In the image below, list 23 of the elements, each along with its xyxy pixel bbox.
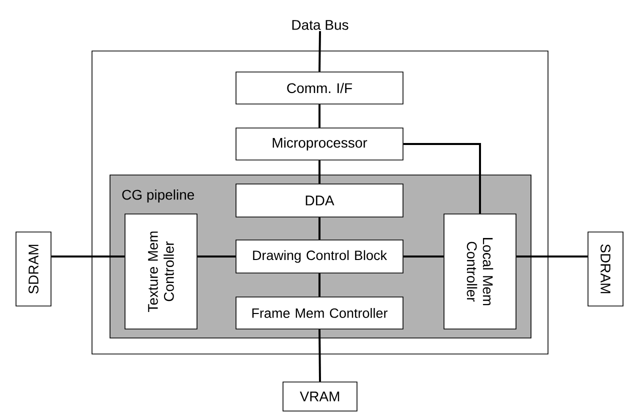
block-box: Frame Mem Controller [236, 296, 404, 330]
bus-label: Data Bus [292, 20, 348, 30]
block-box: SDRAM [588, 232, 624, 306]
block-box: Texture Mem Controller [124, 214, 198, 330]
connector-line [516, 256, 588, 258]
connector-line [197, 256, 236, 258]
connector-line [318, 160, 320, 184]
block-box: Drawing Control Block [236, 240, 404, 274]
connector-line [318, 31, 321, 72]
block-box: DDA [236, 184, 404, 218]
block-box: Comm. I/F [236, 72, 404, 104]
connector-line [318, 329, 321, 382]
connector-line [318, 273, 320, 297]
connector-line [318, 217, 320, 240]
connector-line [403, 256, 444, 258]
connector-line [318, 104, 320, 128]
connector-line [51, 256, 125, 258]
block-box: SDRAM [16, 232, 52, 306]
block-box: Local Mem Controller [444, 214, 516, 330]
block-box: Microprocessor [236, 128, 404, 160]
chip-outline [92, 50, 548, 354]
connector-line [403, 143, 481, 214]
block-box: VRAM [282, 382, 358, 412]
